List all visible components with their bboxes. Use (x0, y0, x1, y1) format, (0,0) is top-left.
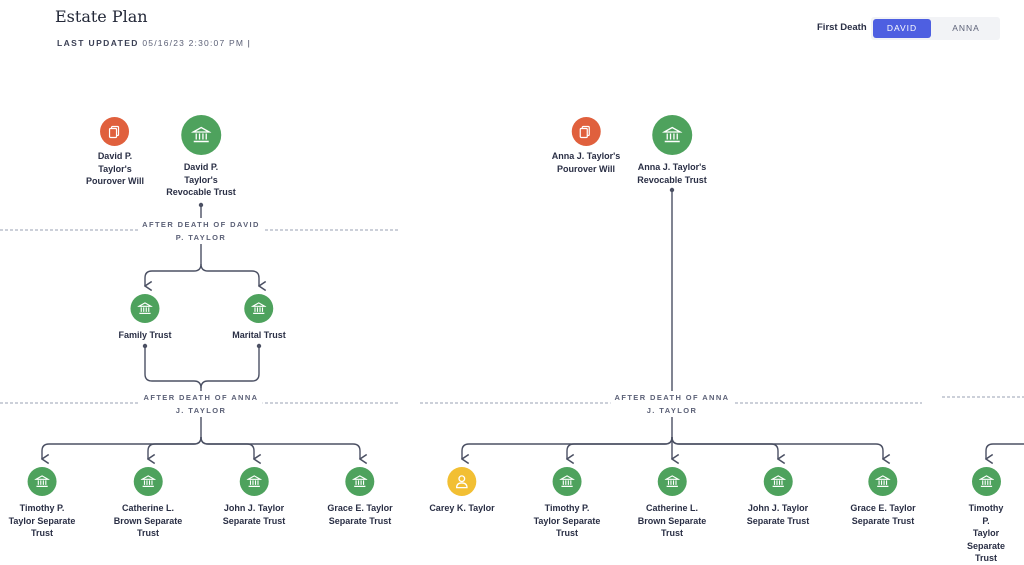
document-icon (100, 117, 130, 146)
beneficiary-label: Timothy P. Taylor Separate Trust (8, 503, 76, 538)
beneficiary-label: Grace E. Taylor Separate Trust (850, 503, 916, 526)
document-icon (571, 117, 601, 146)
bank-icon (652, 115, 692, 155)
beneficiary-label: Catherine L. Brown Separate Trust (113, 503, 183, 538)
beneficiary-node[interactable]: Grace E. Taylor Separate Trust (850, 467, 916, 527)
beneficiary-node[interactable]: Carey K. Taylor (429, 467, 495, 515)
last-updated-value: 05/16/23 2:30:07 PM (142, 38, 245, 48)
beneficiary-node[interactable]: John J. Taylor Separate Trust (222, 467, 286, 527)
beneficiary-label: John J. Taylor Separate Trust (746, 503, 810, 526)
beneficiary-node[interactable]: Catherine L. Brown Separate Trust (637, 467, 707, 540)
last-updated: LAST UPDATED 05/16/23 2:30:07 PM | (57, 38, 252, 48)
bank-icon (868, 467, 898, 496)
david-pourover-will-label: David P. Taylor's Pourover Will (86, 151, 144, 186)
person-icon (447, 467, 477, 496)
beneficiary-node[interactable]: Timothy P. Taylor Separate Trust (533, 467, 601, 540)
after-death-anna-label: AFTER DEATH OF ANNA J. TAYLOR (139, 391, 263, 417)
first-death-toggle[interactable]: DAVID ANNA (871, 17, 1000, 40)
bank-icon (239, 467, 269, 496)
bank-icon (763, 467, 793, 496)
beneficiary-node[interactable]: John J. Taylor Separate Trust (746, 467, 810, 527)
bank-icon (133, 467, 163, 496)
bank-icon (27, 467, 57, 496)
bank-icon (130, 294, 160, 323)
beneficiary-label: Carey K. Taylor (429, 503, 495, 513)
first-death-label: First Death (817, 22, 867, 33)
page-title: Estate Plan (55, 7, 148, 26)
beneficiary-node[interactable]: Grace E. Taylor Separate Trust (327, 467, 393, 527)
after-death-david-label: AFTER DEATH OF DAVID P. TAYLOR (138, 218, 264, 244)
family-trust-label: Family Trust (118, 330, 172, 340)
bank-icon (244, 294, 274, 323)
david-pourover-will[interactable]: David P. Taylor's Pourover Will (86, 117, 144, 188)
bank-icon (657, 467, 687, 496)
anna-revocable-trust[interactable]: Anna J. Taylor's Revocable Trust (637, 115, 707, 186)
anna-pourover-will-label: Anna J. Taylor's Pourover Will (551, 151, 621, 174)
beneficiary-label: Timothy P. Taylor Separate Trust (533, 503, 601, 538)
bank-icon (552, 467, 582, 496)
first-death-option-david[interactable]: DAVID (873, 19, 931, 38)
beneficiary-node[interactable]: Timothy P. Taylor Separate Trust (967, 467, 1005, 565)
bank-icon (345, 467, 375, 496)
first-death-option-anna[interactable]: ANNA (952, 23, 980, 33)
david-revocable-trust-label: David P. Taylor's Revocable Trust (166, 162, 236, 197)
family-trust[interactable]: Family Trust (118, 294, 172, 342)
beneficiary-label: John J. Taylor Separate Trust (222, 503, 286, 526)
beneficiary-node[interactable]: Timothy P. Taylor Separate Trust (8, 467, 76, 540)
marital-trust-label: Marital Trust (232, 330, 286, 340)
beneficiary-label: Catherine L. Brown Separate Trust (637, 503, 707, 538)
beneficiary-label: Grace E. Taylor Separate Trust (327, 503, 393, 526)
beneficiary-node[interactable]: Catherine L. Brown Separate Trust (113, 467, 183, 540)
bank-icon (971, 467, 1001, 496)
anna-pourover-will[interactable]: Anna J. Taylor's Pourover Will (551, 117, 621, 175)
beneficiary-label: Timothy P. Taylor Separate Trust (966, 503, 1006, 563)
david-revocable-trust[interactable]: David P. Taylor's Revocable Trust (166, 115, 236, 199)
marital-trust[interactable]: Marital Trust (232, 294, 286, 342)
bank-icon (181, 115, 221, 155)
last-updated-label: LAST UPDATED (57, 38, 139, 48)
after-death-anna-label: AFTER DEATH OF ANNA J. TAYLOR (610, 391, 734, 417)
anna-revocable-trust-label: Anna J. Taylor's Revocable Trust (637, 162, 707, 185)
